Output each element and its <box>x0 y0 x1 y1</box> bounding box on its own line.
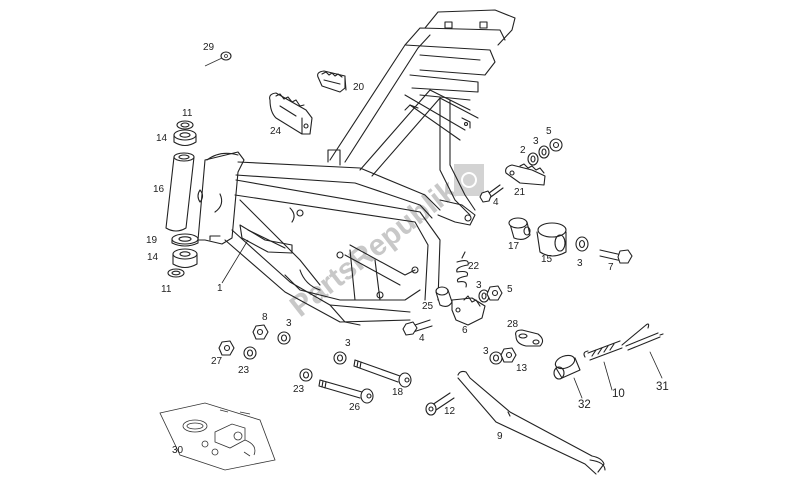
callout-24[interactable]: 24 <box>270 126 282 137</box>
part-30-hardware-kit[interactable] <box>159 402 276 471</box>
callout-6[interactable]: 6 <box>462 325 468 336</box>
callout-29[interactable]: 29 <box>203 42 215 53</box>
callout-20[interactable]: 20 <box>353 82 365 93</box>
callout-27[interactable]: 27 <box>211 356 223 367</box>
part-26-bolt[interactable] <box>318 379 374 404</box>
part-27-nut[interactable] <box>218 340 235 356</box>
callout-23-b[interactable]: 23 <box>293 384 305 395</box>
part-5-nut-b[interactable] <box>486 285 503 301</box>
frame[interactable] <box>197 9 516 326</box>
callout-17[interactable]: 17 <box>508 241 520 252</box>
part-4-bolt-b[interactable] <box>402 319 433 336</box>
callout-14-top[interactable]: 14 <box>156 133 168 144</box>
callout-23-a[interactable]: 23 <box>238 365 250 376</box>
callout-31[interactable]: 31 <box>656 381 669 393</box>
callout-19[interactable]: 19 <box>146 235 158 246</box>
watermark-text: PartsRepublik <box>284 173 464 323</box>
part-11-seal-bottom[interactable] <box>167 268 185 278</box>
part-22-spring[interactable] <box>456 251 469 288</box>
callout-30[interactable]: 30 <box>172 445 184 456</box>
part-3-washer-b[interactable] <box>575 236 589 252</box>
part-3-washer[interactable] <box>538 145 550 159</box>
part-3-washer-f[interactable] <box>333 351 347 365</box>
callout-4-a[interactable]: 4 <box>493 197 499 208</box>
part-20-footpeg[interactable] <box>317 70 347 93</box>
part-28-plate[interactable] <box>515 329 544 347</box>
callout-5-a[interactable]: 5 <box>546 126 552 137</box>
leader-1 <box>221 239 249 284</box>
callout-8[interactable]: 8 <box>262 312 268 323</box>
part-18-bolt[interactable] <box>353 359 412 388</box>
part-6-footpeg[interactable] <box>451 295 486 326</box>
callout-9[interactable]: 9 <box>497 431 503 442</box>
callout-18[interactable]: 18 <box>392 387 404 398</box>
callout-11-top[interactable]: 11 <box>182 108 193 119</box>
part-3-washer-e[interactable] <box>277 331 291 345</box>
callout-4-b[interactable]: 4 <box>419 333 425 344</box>
callout-13[interactable]: 13 <box>516 363 528 374</box>
part-17-bushing[interactable] <box>508 217 531 241</box>
callout-3-c[interactable]: 3 <box>476 280 482 291</box>
part-5-nut[interactable] <box>549 138 563 152</box>
callout-3-f[interactable]: 3 <box>345 338 351 349</box>
part-23-washer-b[interactable] <box>299 368 313 382</box>
callout-2[interactable]: 2 <box>520 145 526 156</box>
part-10-stand-spring[interactable] <box>583 323 650 391</box>
callout-22[interactable]: 22 <box>468 261 480 272</box>
part-16-bushing[interactable] <box>165 152 195 232</box>
callout-3-e[interactable]: 3 <box>286 318 292 329</box>
part-8-nut[interactable] <box>252 324 269 340</box>
callout-11-bottom[interactable]: 11 <box>161 284 172 295</box>
part-31-pin[interactable] <box>625 332 664 379</box>
callout-1[interactable]: 1 <box>217 283 223 294</box>
callout-14-bottom[interactable]: 14 <box>147 252 159 263</box>
part-3-washer-d[interactable] <box>489 351 503 365</box>
callout-15[interactable]: 15 <box>541 254 553 265</box>
part-13-nut[interactable] <box>500 347 517 363</box>
callout-5-b[interactable]: 5 <box>507 284 513 295</box>
callout-28[interactable]: 28 <box>507 319 519 330</box>
part-32-sleeve[interactable] <box>553 353 583 399</box>
part-25-bushing[interactable] <box>435 286 453 308</box>
callout-3-a[interactable]: 3 <box>533 136 539 147</box>
part-21-passenger-footpeg[interactable] <box>505 163 546 186</box>
callout-16[interactable]: 16 <box>153 184 165 195</box>
callout-3-d[interactable]: 3 <box>483 346 489 357</box>
callout-12[interactable]: 12 <box>444 406 456 417</box>
watermark-gear-icon <box>454 164 484 196</box>
part-9-side-stand[interactable] <box>457 370 606 475</box>
callout-10[interactable]: 10 <box>612 388 625 400</box>
callout-32[interactable]: 32 <box>578 399 591 411</box>
part-24-footpeg[interactable] <box>269 92 313 135</box>
part-12-bolt[interactable] <box>425 392 455 416</box>
callout-26[interactable]: 26 <box>349 402 361 413</box>
part-15-spacer[interactable] <box>536 222 567 257</box>
part-29-clip[interactable] <box>204 51 232 67</box>
callout-3-b[interactable]: 3 <box>577 258 583 269</box>
watermark: PartsRepublik <box>284 173 464 323</box>
part-14-bearing-bottom[interactable] <box>172 248 198 269</box>
callout-7[interactable]: 7 <box>608 262 614 273</box>
part-11-seal-top[interactable] <box>176 120 194 130</box>
part-19-washer[interactable] <box>171 233 199 247</box>
part-14-bearing-top[interactable] <box>173 129 197 147</box>
part-7-bolt[interactable] <box>599 249 633 264</box>
part-2-spacer[interactable] <box>527 152 539 166</box>
part-4-bolt[interactable] <box>479 184 504 203</box>
callout-25[interactable]: 25 <box>422 301 434 312</box>
part-23-washer-a[interactable] <box>243 346 257 360</box>
callout-21[interactable]: 21 <box>514 187 526 198</box>
